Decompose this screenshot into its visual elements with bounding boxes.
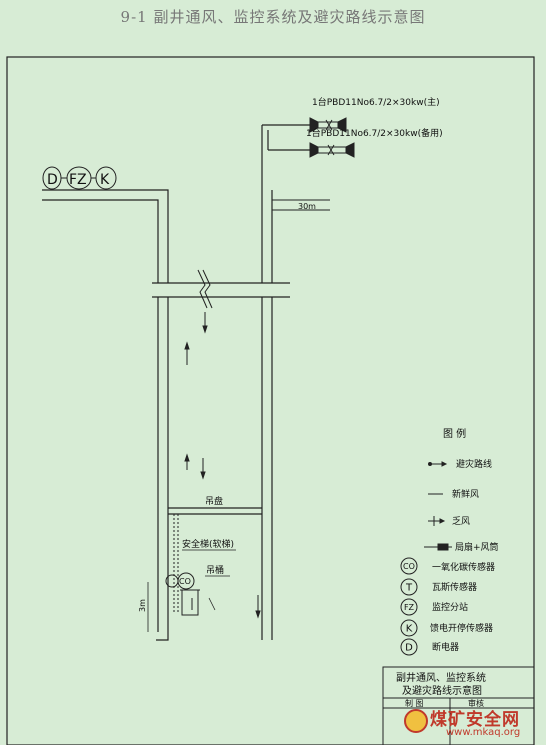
bottom-sensors bbox=[165, 572, 195, 590]
watermark-main: 煤矿安全网 bbox=[430, 710, 520, 730]
co-sensor-label: CO bbox=[179, 577, 191, 586]
airflow-arrows bbox=[184, 312, 261, 619]
ladder-label: 安全梯(软梯) bbox=[182, 538, 234, 550]
fan-main-label: 1台PBD11No6.7/2×30kw(主) bbox=[312, 96, 440, 108]
titleblock-name-line1: 副井通风、监控系统 bbox=[396, 671, 486, 684]
titleblock-row1-right: 审核 bbox=[468, 698, 484, 708]
legend-item-d-label: 断电器 bbox=[432, 641, 459, 653]
legend-item-d-icon: D bbox=[405, 643, 413, 654]
legend-item-fan-label: 局扇+风筒 bbox=[455, 541, 499, 553]
legend-item-fresh-label: 新鲜风 bbox=[452, 488, 479, 500]
legend-item-k-label: 馈电开停传感器 bbox=[430, 622, 493, 634]
cage-platform bbox=[168, 507, 262, 515]
fan-backup-icon bbox=[309, 142, 355, 158]
legend-title: 图 例 bbox=[443, 427, 466, 440]
watermark: 煤矿安全网 www.mkaq.org bbox=[400, 703, 546, 745]
sensor-group bbox=[42, 166, 117, 190]
legend-item-co-icon: CO bbox=[403, 562, 415, 571]
legend-fan-icon bbox=[424, 543, 452, 551]
legend-item-k-icon: K bbox=[406, 624, 413, 635]
right-shaft bbox=[261, 124, 310, 640]
legend-circles bbox=[400, 557, 418, 656]
ladder bbox=[173, 514, 179, 612]
drawing-frame bbox=[6, 56, 535, 745]
cage-label: 吊盘 bbox=[205, 495, 223, 507]
legend-symbols bbox=[424, 461, 452, 551]
title-block bbox=[382, 666, 535, 745]
legend-item-return-label: 乏风 bbox=[452, 516, 470, 527]
dim-3m-label: 3m bbox=[138, 599, 147, 612]
fan-main-icon bbox=[309, 117, 347, 133]
legend-escape-icon bbox=[428, 461, 448, 467]
left-shaft bbox=[42, 189, 169, 641]
legend-item-fz-icon: FZ bbox=[404, 603, 415, 612]
sensor-k-text: K bbox=[100, 172, 110, 188]
legend-item-fz-label: 监控分站 bbox=[432, 601, 468, 613]
legend-return-icon bbox=[428, 516, 446, 526]
page-title: 9-1 副井通风、监控系统及避灾路线示意图 bbox=[120, 8, 426, 26]
legend-item-escape-label: 避灾路线 bbox=[456, 458, 492, 470]
titleblock-name-line2: 及避灾路线示意图 bbox=[402, 684, 482, 697]
fan-backup-label: 1台PBD11No6.7/2×30kw(备用) bbox=[306, 127, 443, 139]
dim-30m bbox=[272, 199, 330, 211]
watermark-logo-icon bbox=[404, 709, 428, 733]
watermark-url: www.mkaq.org bbox=[446, 727, 521, 738]
bucket bbox=[180, 589, 200, 616]
titleblock-row1-left: 制 图 bbox=[405, 698, 424, 708]
sensor-d-text: D bbox=[47, 172, 58, 188]
legend-item-t-label: 瓦斯传感器 bbox=[432, 581, 477, 593]
dim-30m-label: 30m bbox=[298, 202, 316, 211]
bucket-label: 吊桶 bbox=[206, 564, 224, 576]
legend-item-t-icon: T bbox=[405, 583, 413, 594]
break-band bbox=[152, 269, 290, 309]
legend-item-co-label: 一氧化碳传感器 bbox=[432, 561, 495, 573]
sensor-fz-text: FZ bbox=[69, 172, 87, 188]
